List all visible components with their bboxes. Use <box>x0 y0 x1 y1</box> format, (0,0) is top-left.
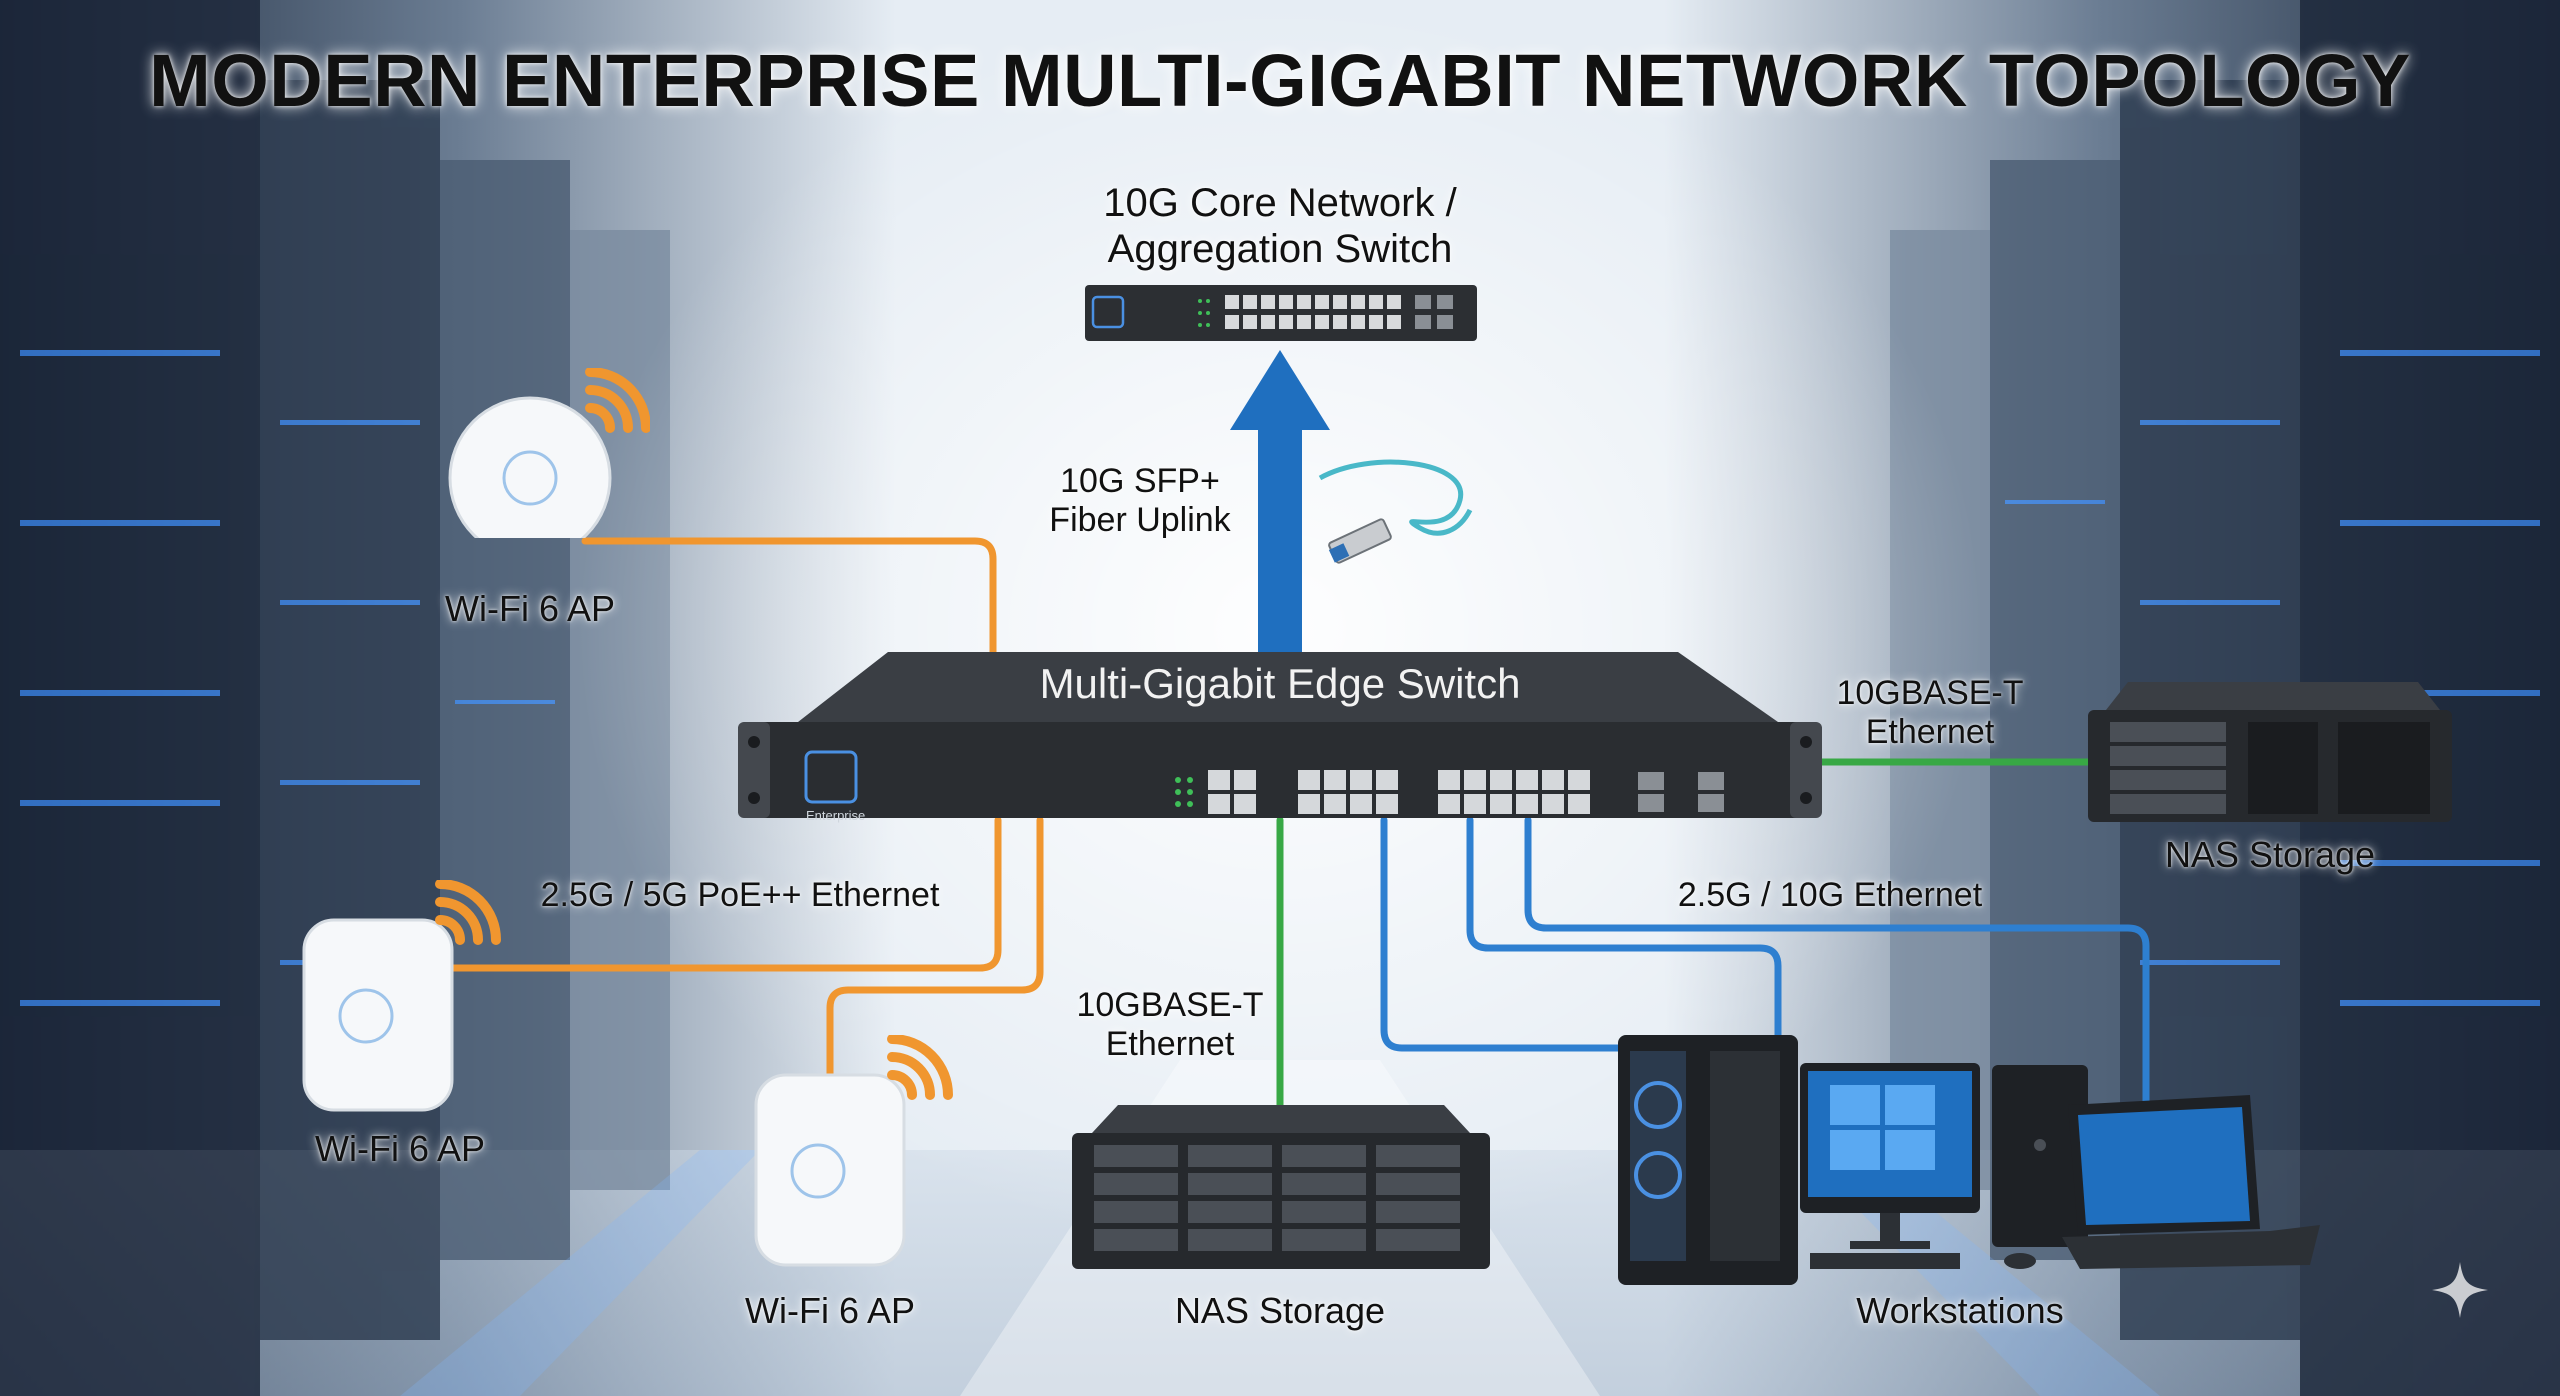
access-point-3-label: Wi-Fi 6 AP <box>744 1290 915 1331</box>
wifi-signal-icon <box>435 880 501 945</box>
workstations-group <box>1618 1035 2320 1285</box>
uplink-label-line1: 10G SFP+ <box>1060 462 1220 500</box>
multigig-link-workstation <box>1466 816 1782 1054</box>
rack-icon <box>1094 1145 1460 1251</box>
edge-switch <box>738 652 1822 818</box>
core-switch <box>1085 285 1477 341</box>
core-switch-label: 10G Core Network / Aggregation Switch <box>1030 180 1530 272</box>
access-point-3 <box>754 1035 953 1267</box>
sparkle-icon <box>2432 1262 2488 1318</box>
workstations-link-label: 2.5G / 10G Ethernet <box>1677 876 1983 914</box>
nas-storage-right <box>2088 682 2452 822</box>
rack-icon <box>2110 722 2226 814</box>
edge-switch-brand: Enterprise <box>806 808 866 823</box>
poe-link-ap2 <box>438 816 1002 972</box>
uplink-arrow <box>1230 350 1330 670</box>
uplink-label: 10G SFP+ Fiber Uplink <box>1000 462 1280 540</box>
nas-storage-right-label: NAS Storage <box>2164 834 2376 875</box>
access-point-2 <box>302 880 501 1112</box>
multigig-link-laptop <box>1524 816 2150 1114</box>
access-point-1 <box>448 368 650 538</box>
poe-link-ap1 <box>581 537 997 664</box>
poe-link-ap3 <box>826 816 1044 1094</box>
desktop-tower-icon <box>1618 1035 1798 1285</box>
uplink-label-line2: Fiber Uplink <box>1049 501 1231 540</box>
access-point-1-label: Wi-Fi 6 AP <box>444 588 615 629</box>
monitor-icon <box>1800 1063 2036 1269</box>
nas-storage-bottom-label: NAS Storage <box>1174 1290 1386 1331</box>
sfp-module-icon <box>1328 518 1392 564</box>
workstations-label: Workstations <box>1856 1290 2064 1331</box>
wifi-signal-icon <box>585 368 650 433</box>
nas-bottom-link-label-line2: Ethernet <box>1105 1025 1235 1064</box>
laptop-icon <box>2062 1095 2320 1269</box>
multigig-link-desktop <box>1380 816 1634 1052</box>
poe-link-label: 2.5G / 5G PoE++ Ethernet <box>540 876 940 914</box>
nas-right-link-label-line1: 10GBASE-T <box>1836 674 2024 712</box>
core-switch-label-line1: 10G Core Network / <box>1103 181 1457 225</box>
core-switch-label-line2: Aggregation Switch <box>1107 227 1453 271</box>
nas-bottom-link-label: 10GBASE-T Ethernet <box>1030 986 1310 1064</box>
fiber-cable-icon <box>1318 459 1473 564</box>
desktop-tower-icon <box>1992 1065 2088 1247</box>
wifi-signal-icon <box>887 1035 953 1100</box>
edge-switch-label: Multi-Gigabit Edge Switch <box>1039 660 1521 707</box>
nas-storage-bottom <box>1072 1105 1490 1269</box>
nas-bottom-link-label-line1: 10GBASE-T <box>1076 986 1264 1024</box>
nas-right-link-label-line2: Ethernet <box>1865 713 1995 752</box>
nas-right-link-label: 10GBASE-T Ethernet <box>1790 674 2070 752</box>
page-title: MODERN ENTERPRISE MULTI-GIGABIT NETWORK … <box>149 39 2411 122</box>
access-point-2-label: Wi-Fi 6 AP <box>314 1128 485 1169</box>
